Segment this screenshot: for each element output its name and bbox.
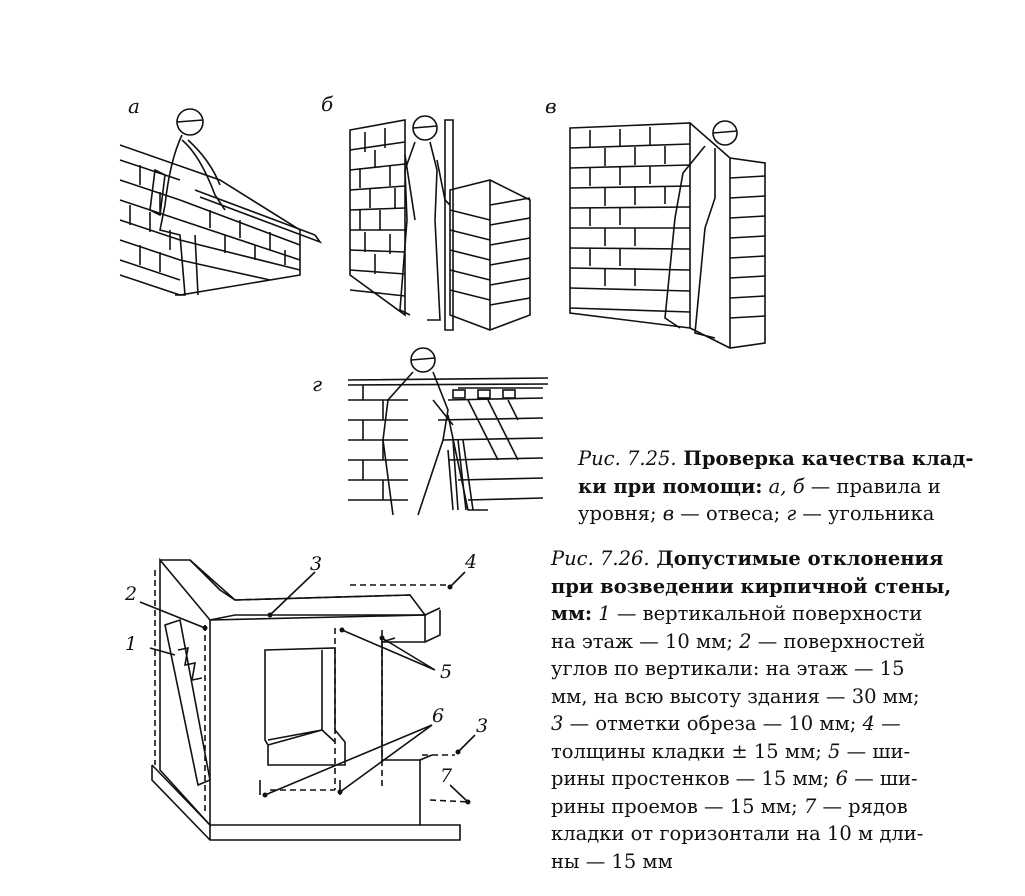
caption2-title1: Допустимые отклонения [649,547,944,570]
caption2-l4: мм, на всю высоту здания — 30 мм; [551,684,920,708]
caption2-l6: толщины кладки ± 15 мм; [551,739,822,763]
caption2-l10: ны — 15 мм [551,849,673,873]
illustration-v-plumb-check [569,120,766,349]
label-a: а [128,94,140,118]
caption-line3-g: г [780,502,797,525]
caption2-t1: — вертикальной поверхности [610,602,923,625]
label-b: б [321,92,334,116]
number-7: 7 [440,765,453,787]
number-2: 2 [124,583,137,605]
number-1: 1 [125,633,137,655]
diagram-wall-deviations: 1 2 3 4 5 6 3 7 [124,551,488,841]
caption2-i3: 3 [551,712,564,735]
illustration-b-level-check [349,115,531,331]
caption-line2: ки при помощи: [578,474,763,498]
caption2-i6: 6 [829,767,848,790]
caption2-l8: рины проемов — 15 мм; [551,794,798,818]
caption2-t6: — ши- [848,767,918,790]
illustration-a-straightedge-check [119,108,323,296]
label-g: г [312,372,323,396]
number-5: 5 [440,661,452,683]
caption2-i1: 1 [592,602,611,625]
caption-line3-mid: — отвеса; [674,502,781,525]
caption-fig-7-25: Рис. 7.25. Проверка качества клад- ки пр… [578,445,1018,528]
caption-line3-start: уровня; [578,502,657,525]
caption2-title2: при возведении кирпичной стены, [551,574,952,598]
caption-prefix: Рис. 7.25. [578,447,677,470]
caption2-t5: — ши- [840,739,911,763]
caption2-i7: 7 [797,794,817,818]
caption2-prefix: Рис. 7.26. [551,547,650,570]
number-4: 4 [464,551,477,573]
caption2-title3: мм: [551,602,593,625]
caption-line3-v: в [656,502,675,525]
caption-title: Проверка качества клад- [676,447,974,470]
caption2-l7: рины простенков — 15 мм; [551,767,830,790]
illustration-g-square-check [347,347,549,516]
caption2-l2: на этаж — 10 мм; [551,629,733,653]
number-3-top: 3 [310,553,322,575]
caption2-t2: — поверхностей [751,629,926,653]
caption-line2-rest: — правила и [804,474,941,498]
caption2-t7: — рядов [816,794,908,818]
caption2-l9: кладки от горизонтали на 10 м дли- [551,822,924,845]
label-v: в [545,94,557,118]
caption2-i2: 2 [732,629,752,653]
caption-line3-end: — угольника [796,502,935,525]
number-6: 6 [432,705,444,727]
caption-line2-italic: а, б [762,474,805,498]
caption-fig-7-26: Рис. 7.26. Допустимые отклонения при воз… [551,545,1021,875]
caption2-i4: 4 [856,712,875,735]
caption2-i5: 5 [821,739,841,763]
caption2-t4: — [874,712,901,735]
number-3-right: 3 [476,715,488,737]
caption2-t3: — отметки обреза — 10 мм; [563,712,857,735]
caption2-l3: углов по вертикали: на этаж — 15 [551,657,905,680]
